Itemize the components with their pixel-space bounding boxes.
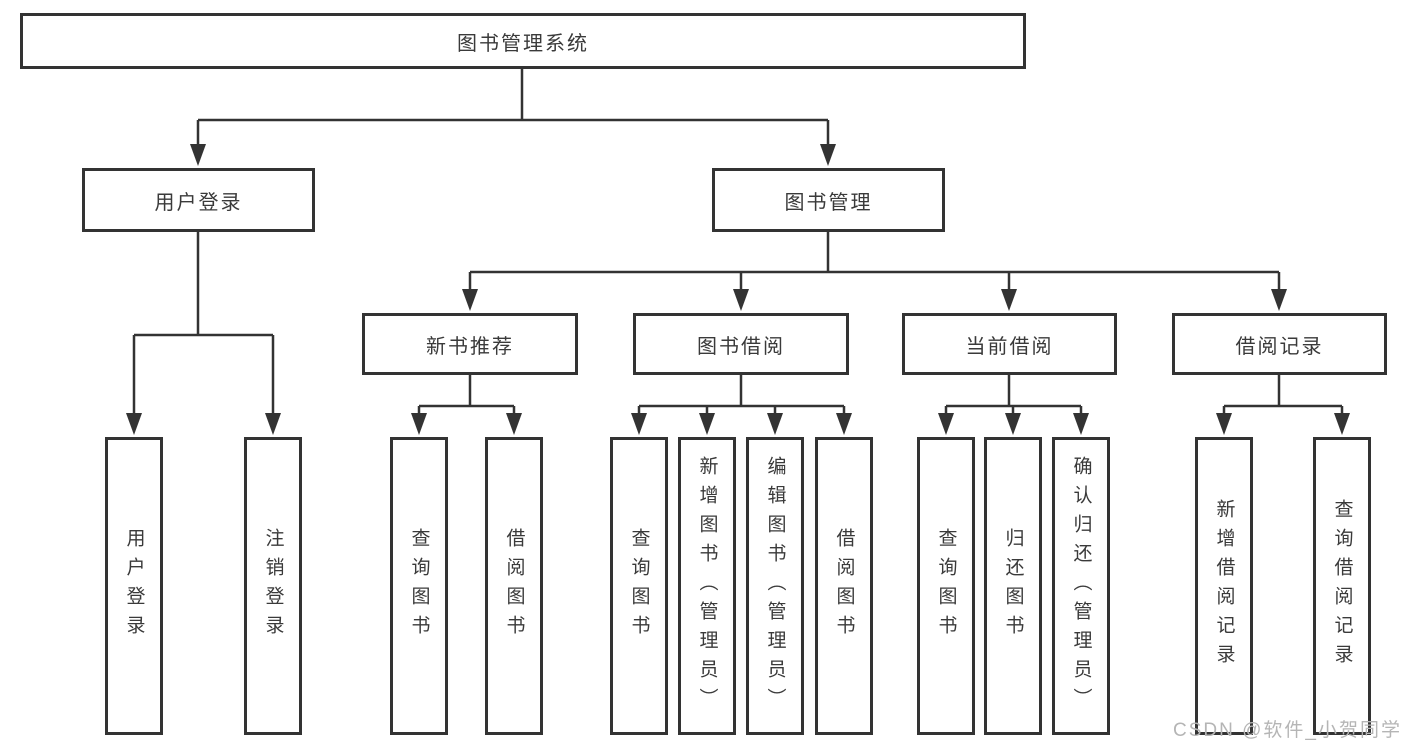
connector-newbook-to-leaves — [417, 375, 516, 415]
leaf-current-query: 查询图书 — [917, 437, 975, 735]
leaf-current-confirm-admin: 确认归还（管理员） — [1052, 437, 1110, 735]
connector-borrowrecord-to-leaves — [1222, 375, 1344, 415]
connector-bookmgmt-to-level3 — [468, 232, 1281, 291]
connector-bookborrow-to-leaves — [637, 375, 846, 415]
leaf-logout: 注销登录 — [244, 437, 302, 735]
leaf-borrow-borrow: 借阅图书 — [815, 437, 873, 735]
arrowheads-level2 — [190, 144, 836, 166]
connector-currentborrow-to-leaves — [944, 375, 1083, 415]
leaf-user-login: 用户登录 — [105, 437, 163, 735]
connector-root-to-level2 — [196, 69, 830, 146]
leaf-borrow-query: 查询图书 — [610, 437, 668, 735]
node-book-borrow: 图书借阅 — [633, 313, 849, 375]
node-borrow-record: 借阅记录 — [1172, 313, 1387, 375]
arrowheads-bookborrow — [631, 413, 852, 435]
node-user-login: 用户登录 — [82, 168, 315, 232]
leaf-borrow-edit-admin: 编辑图书（管理员） — [746, 437, 804, 735]
arrowheads-newbook — [411, 413, 522, 435]
arrowheads-level3 — [462, 289, 1287, 311]
leaf-record-query: 查询借阅记录 — [1313, 437, 1371, 735]
arrowheads-userlogin — [126, 413, 281, 435]
leaf-newbook-query: 查询图书 — [390, 437, 448, 735]
leaf-record-add: 新增借阅记录 — [1195, 437, 1253, 735]
node-root: 图书管理系统 — [20, 13, 1026, 69]
node-current-borrow: 当前借阅 — [902, 313, 1117, 375]
leaf-newbook-borrow: 借阅图书 — [485, 437, 543, 735]
arrowheads-currentborrow — [938, 413, 1089, 435]
leaf-borrow-add-admin: 新增图书（管理员） — [678, 437, 736, 735]
leaf-current-return: 归还图书 — [984, 437, 1042, 735]
arrowheads-borrowrecord — [1216, 413, 1350, 435]
connector-userlogin-to-leaves — [132, 232, 275, 415]
watermark: CSDN @软件_小贺同学 — [1173, 720, 1402, 741]
node-new-book-recommend: 新书推荐 — [362, 313, 578, 375]
node-book-management: 图书管理 — [712, 168, 945, 232]
